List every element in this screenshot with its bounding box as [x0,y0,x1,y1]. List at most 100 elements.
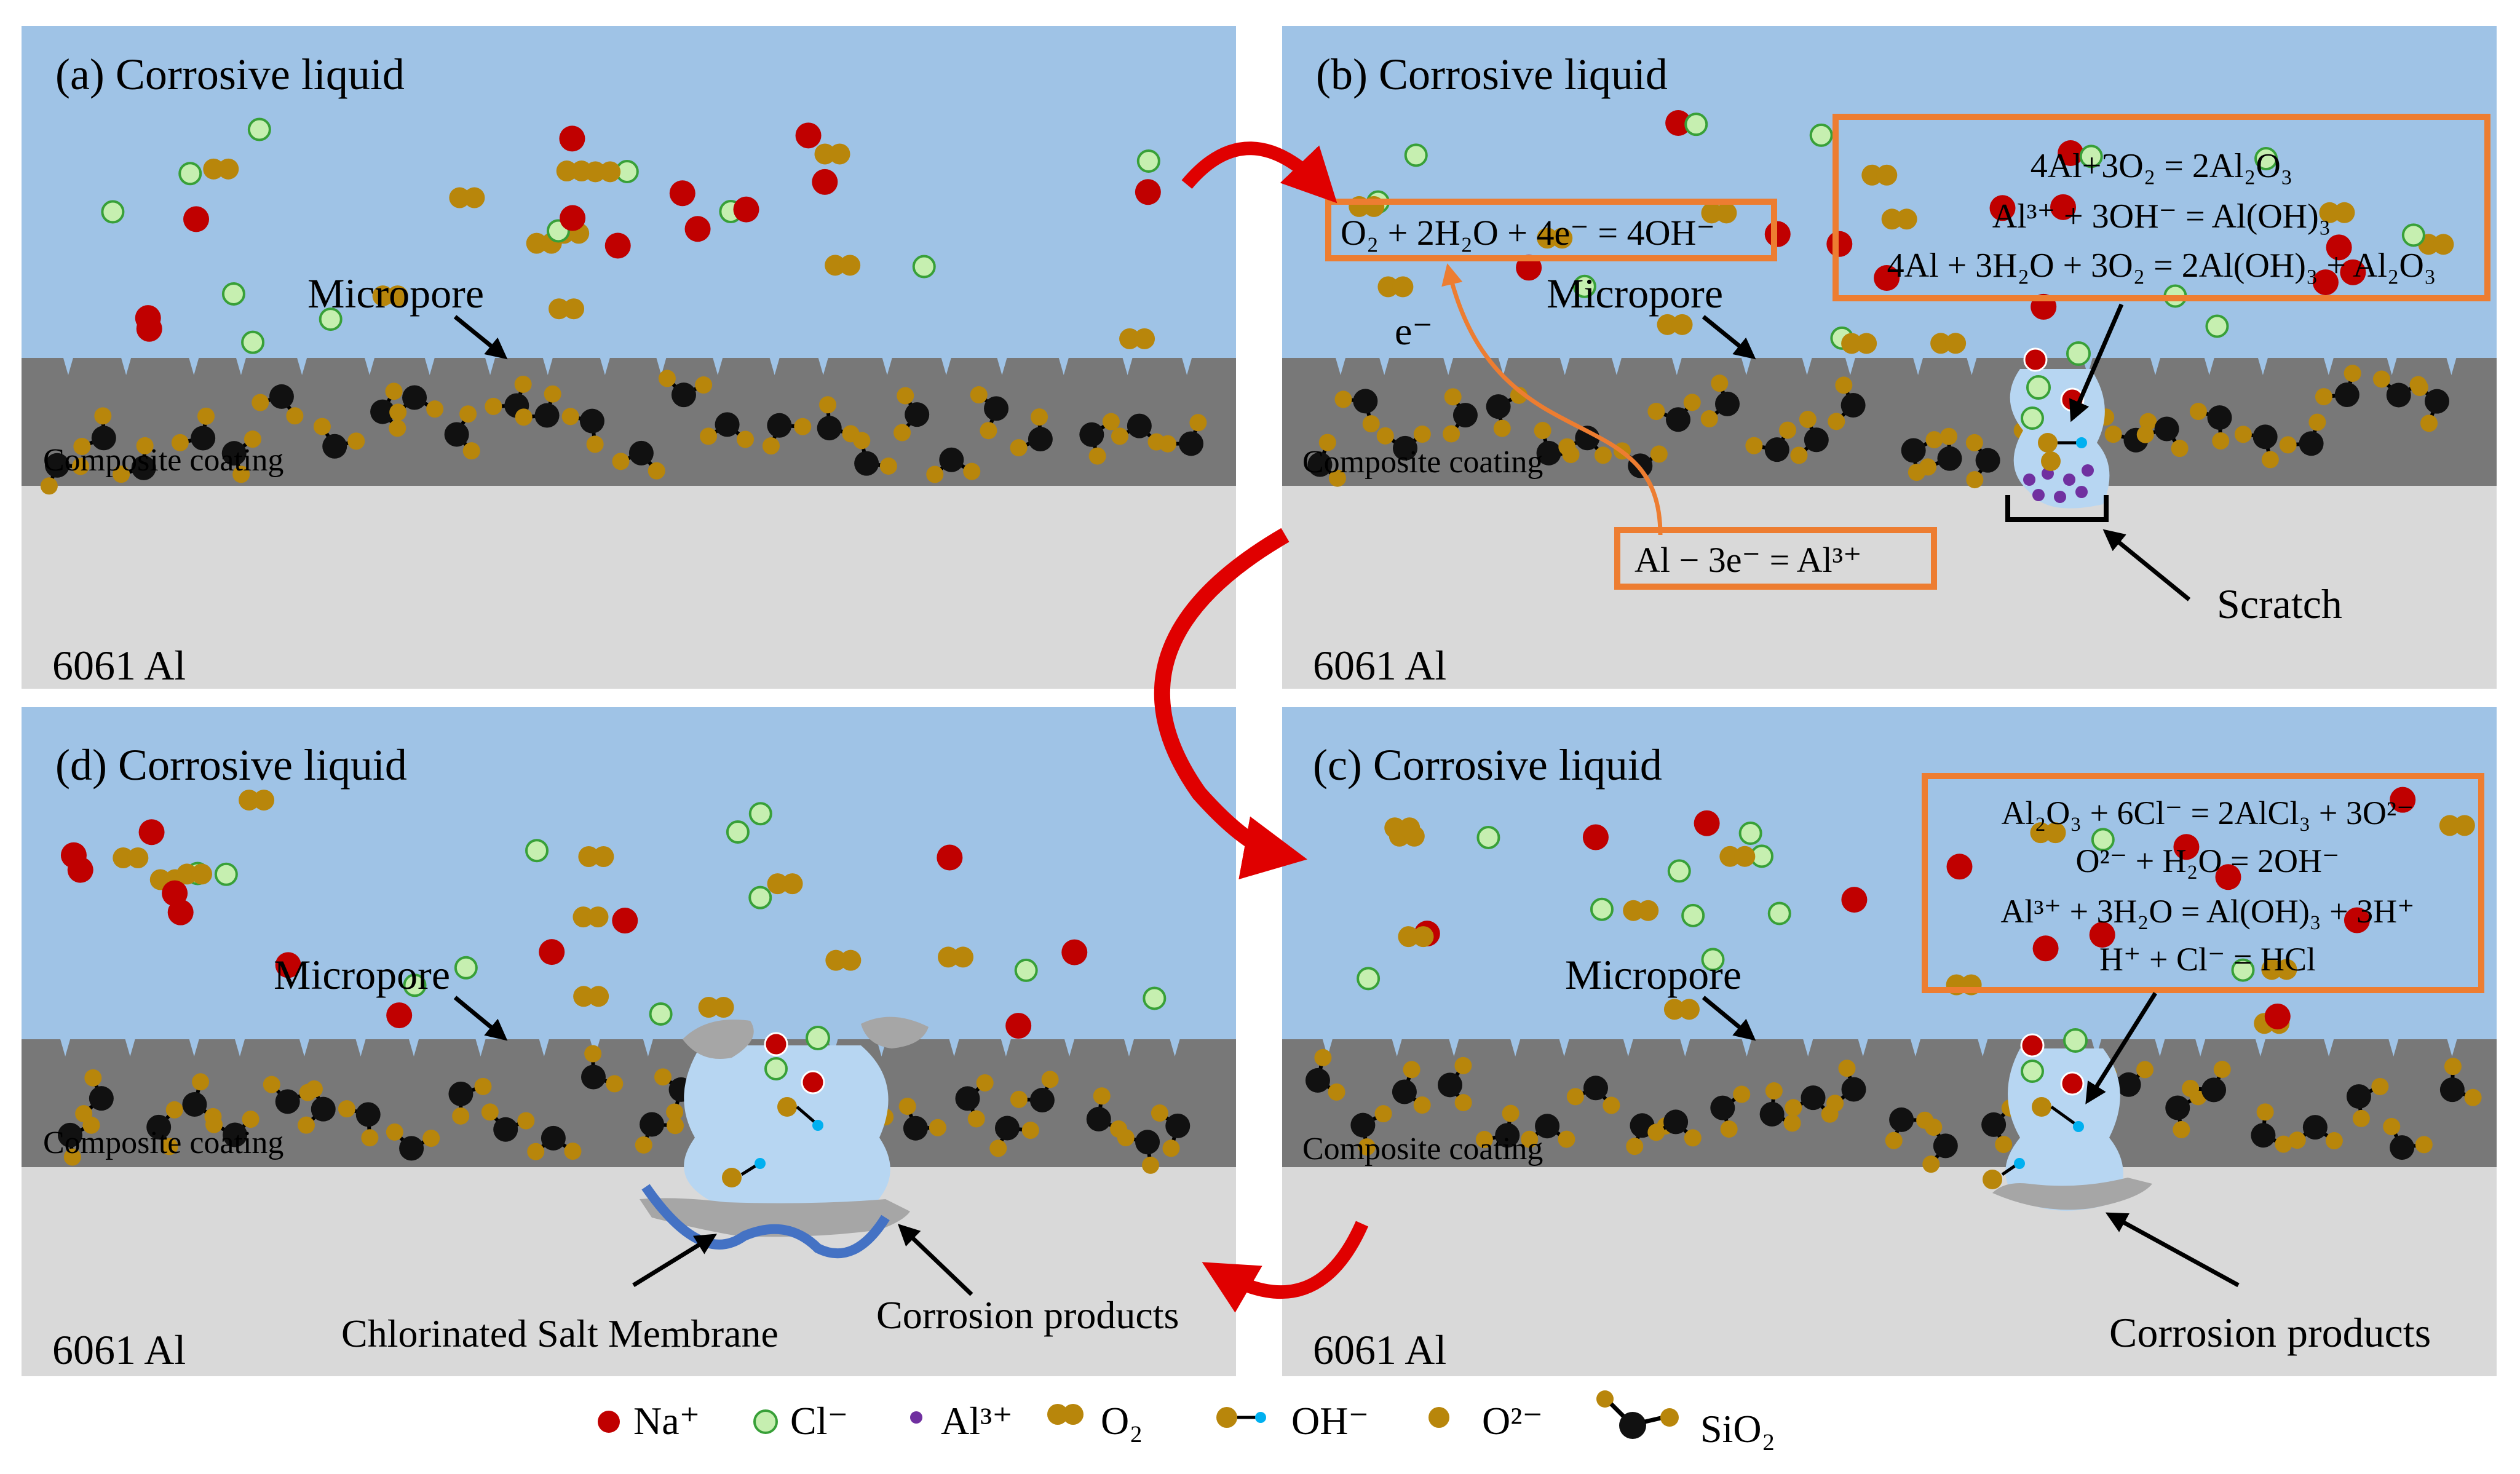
silicon-atom [994,1115,1020,1141]
silicon-atom [1028,427,1053,452]
reaction-pointer-arrow [2085,992,2157,1104]
oxygen-atom [606,1075,624,1093]
oxygen-atom [305,1080,323,1098]
oxygen-atom [1684,1129,1702,1147]
coating-label: Composite coating [1302,1131,1543,1167]
products-label: Corrosion products [876,1293,1179,1337]
silicon-atom [1889,1107,1914,1132]
o2-molecule [593,846,614,867]
silicon-atom [817,416,842,441]
scratch-defect [2010,369,2110,509]
na-ion [669,180,695,207]
silicon-atom [2302,1115,2328,1140]
oxygen-atom [2315,388,2332,406]
na-ion [2264,1003,2291,1029]
micropore [1122,358,1133,375]
silicon-atom [1764,437,1789,462]
silicon-atom [493,1117,518,1142]
sio2-particles [40,370,1207,495]
oxygen-atom [71,458,89,475]
o2-molecule [953,946,974,968]
o2-molecule [1551,228,1573,249]
o2-molecule [253,790,275,811]
legend-label: Al³⁺ [941,1399,1013,1443]
membrane-arrow [632,1234,717,1287]
legend-cl: Cl⁻ [753,1399,848,1443]
micropore [1802,358,1812,375]
silicon-atom [311,1096,336,1122]
silicon-atom [1663,1109,1689,1135]
silicon-atom [628,440,654,466]
micropore [1978,1039,1988,1056]
silicon-atom [541,1125,566,1151]
micropore [60,1039,71,1056]
panel-c: (c) Corrosive liquid Micropore Composite… [1282,707,2497,1376]
micropore [1182,358,1192,375]
oxygen-atom [584,1045,602,1063]
scratch-bracket [2005,495,2109,522]
cl-ion-icon [753,1409,778,1434]
na-ion [2312,269,2339,296]
silicon-atom [1901,438,1926,463]
oxygen-atom [1745,437,1763,454]
oxygen-atom [2136,426,2154,443]
micropore [236,358,246,375]
cl-ion [2254,147,2278,171]
corrosion-product-flake [683,1020,754,1059]
na-ion [2050,194,2077,220]
oxygen-atom [192,1073,210,1091]
micropore [1559,358,1570,375]
oxygen-atom [1965,434,1983,451]
silicon-atom [269,384,294,409]
oxygen-atom [1534,422,1551,440]
oxygen-atom [2104,426,2122,443]
oxygen-atom [2371,1077,2389,1095]
micropore [189,358,199,375]
oxygen-atom [2352,1109,2370,1127]
oxygen-atom [1088,447,1106,465]
silicon-atom [182,1092,207,1117]
oxygen-atom [1328,469,1346,487]
silicon-atom [1583,1076,1608,1101]
cl-ion [1572,274,1596,298]
oxygen-atom [527,1143,545,1160]
na-ion [2340,259,2366,285]
micropore [1064,1039,1075,1056]
silicon-atom [2165,1095,2190,1120]
silicon-atom [1933,1133,1958,1159]
oxygen-atom [926,466,944,483]
oxygen-atom [980,422,997,440]
o2-molecule [767,873,788,895]
oxygen-atom [2182,1079,2200,1097]
silicon-atom [1393,435,1418,461]
oh-ion-icon [1216,1407,1237,1428]
reaction-2: Al³⁺ + 3OH⁻ = Al(OH)₃ [1992,197,2331,236]
silicon-atom [2439,1077,2465,1103]
micropore [713,358,723,375]
o2-molecule [203,158,224,180]
oxygen-atom [1031,408,1048,426]
o2-molecule [1701,202,1722,224]
micropore [299,1039,309,1056]
micropore-arrow [1702,315,1756,360]
micropore [1623,1039,1633,1056]
reaction-4: H⁺ + Cl⁻ = HCl [2099,941,2316,978]
micropore [1392,1039,1402,1056]
micropore [297,358,307,375]
oxygen-atom [879,457,897,475]
na-ion [2173,834,2200,860]
oxygen-atom [1021,1122,1039,1139]
o2-molecule [839,255,861,276]
micropore [1741,1039,1752,1056]
al-ion-icon [910,1411,922,1424]
oxygen-atom [654,1068,672,1086]
oxygen-atom [1922,1155,1940,1173]
legend-na: Na⁺ [598,1399,700,1443]
micropore [1379,358,1390,375]
oxygen-atom [252,394,269,411]
legend-label: SiO₂ [1700,1407,1775,1451]
oxygen-atom [1683,394,1701,411]
micropore [2388,1039,2399,1056]
silicon-atom [146,1114,172,1139]
